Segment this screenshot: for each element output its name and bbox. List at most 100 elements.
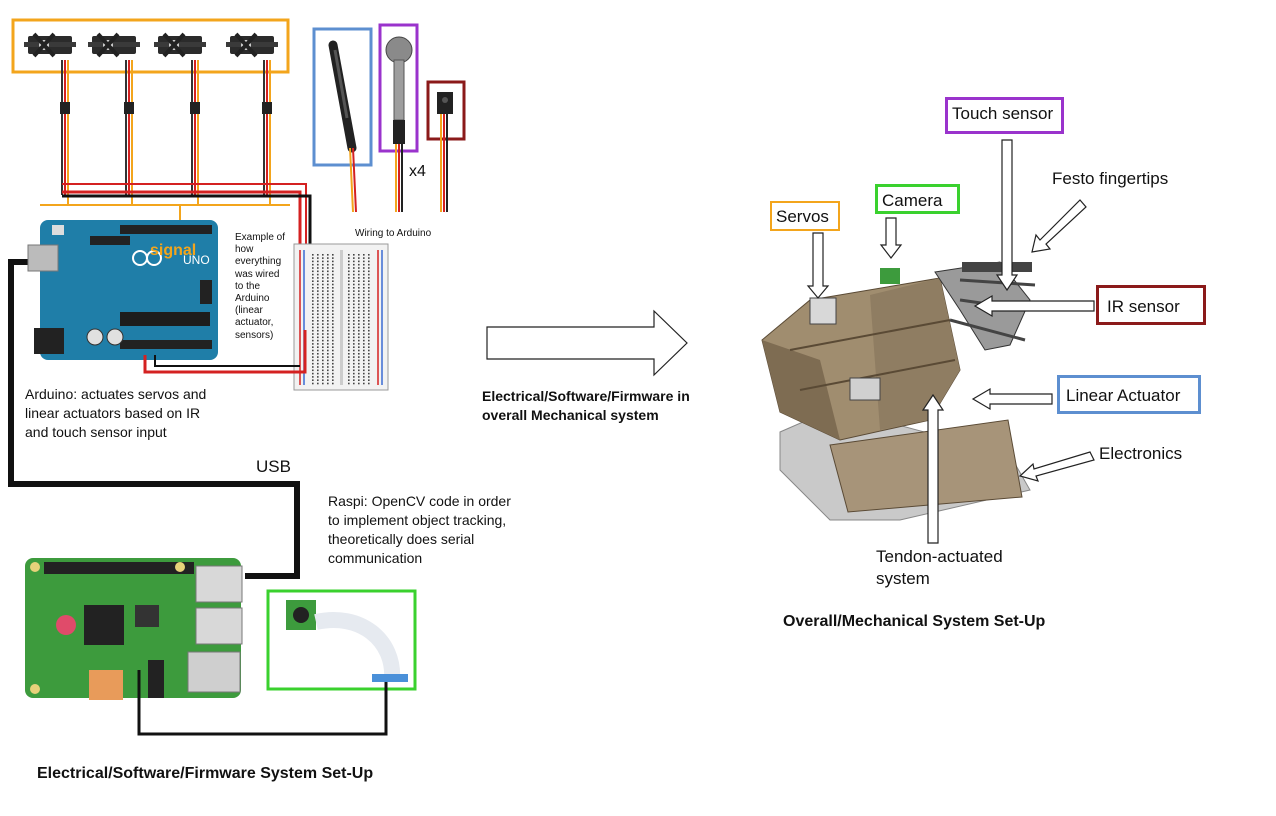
breadboard-hole [358,300,360,302]
breadboard-hole [317,296,319,299]
breadboard-hole [368,306,370,309]
breadboard-hole [317,336,319,339]
breadboard-hole [363,306,365,309]
breadboard-hole [353,343,355,345]
breadboard-icon [293,243,389,391]
breadboard-hole [322,254,324,256]
breadboard-hole [363,349,365,352]
breadboard-hole [332,343,334,345]
breadboard-hole [348,283,350,286]
breadboard-hole [317,376,319,378]
breadboard-hole [332,254,334,256]
breadboard-hole [363,382,365,385]
breadboard-hole [322,283,324,286]
breadboard-hole [348,336,350,339]
breadboard-hole [332,366,334,368]
touch-sensor-label: Touch sensor [945,97,1064,134]
breadboard-hole [312,366,314,368]
breadboard-hole [327,356,329,358]
breadboard-hole [322,329,324,332]
breadboard-hole [348,273,350,276]
breadboard-hole [322,339,324,342]
breadboard-hole [348,263,350,266]
breadboard-hole [353,382,355,385]
breadboard-hole [353,306,355,309]
breadboard-hole [317,270,319,273]
breadboard-hole [358,277,360,279]
breadboard-hole [348,369,350,372]
breadboard-hole [348,353,350,355]
breadboard-hole [322,277,324,279]
breadboard-hole [312,353,314,355]
breadboard-hole [317,329,319,332]
breadboard-hole [332,277,334,279]
breadboard-hole [353,313,355,315]
breadboard-hole [332,273,334,276]
raspi-caption: Raspi: OpenCV code in order to implement… [328,493,511,566]
breadboard-hole [348,313,350,315]
linear-actuator-label: Linear Actuator [1057,375,1201,414]
arduino-caption: Arduino: actuates servos and linear actu… [25,386,207,440]
breadboard-hole [332,296,334,299]
breadboard-hole [322,313,324,315]
breadboard-hole [322,290,324,292]
breadboard-hole [317,300,319,302]
breadboard-hole [327,353,329,355]
breadboard-hole [317,333,319,335]
breadboard-hole [312,263,314,266]
breadboard-hole [353,290,355,292]
breadboard-hole [363,356,365,358]
breadboard-hole [368,382,370,385]
linear-actuator-arrow [971,387,1053,411]
breadboard-hole [363,372,365,375]
breadboard-hole [312,339,314,342]
breadboard-hole [363,296,365,299]
breadboard-hole [368,316,370,319]
ir-sensor-arrow [973,294,1095,318]
breadboard-hole [363,316,365,319]
breadboard-hole [358,366,360,368]
breadboard-hole [363,287,365,289]
breadboard-hole [363,267,365,269]
breadboard-hole [348,310,350,312]
x4-label: x4 [409,163,426,180]
breadboard-hole [348,287,350,289]
breadboard-hole [317,277,319,279]
breadboard-hole [322,310,324,312]
tendon-label: Tendon-actuated system [876,547,1003,588]
breadboard-hole [363,329,365,332]
servos-arrow [806,232,830,299]
breadboard-hole [368,267,370,269]
breadboard-hole [332,326,334,329]
breadboard-hole [322,382,324,385]
breadboard-hole [358,293,360,296]
breadboard-hole [322,333,324,335]
breadboard-hole [363,366,365,368]
breadboard-hole [312,277,314,279]
breadboard-hole [348,379,350,381]
breadboard-hole [322,260,324,263]
breadboard-hole [358,329,360,332]
breadboard-hole [353,366,355,368]
breadboard-hole [327,349,329,352]
breadboard-hole [368,379,370,381]
breadboard-hole [312,306,314,309]
breadboard-hole [332,372,334,375]
breadboard-hole [363,353,365,355]
arrow-caption: Electrical/Software/Firmware in overall … [482,388,690,423]
breadboard-hole [332,320,334,322]
breadboard-hole [332,382,334,385]
breadboard-hole [312,336,314,339]
breadboard-hole [353,333,355,335]
breadboard-hole [353,277,355,279]
breadboard-hole [317,362,319,365]
breadboard-hole [363,283,365,286]
breadboard-hole [332,359,334,362]
breadboard-hole [363,280,365,282]
breadboard-hole [348,270,350,273]
breadboard-hole [312,267,314,269]
breadboard-hole [358,283,360,286]
breadboard-hole [353,376,355,378]
breadboard-hole [317,316,319,319]
breadboard-hole [363,359,365,362]
